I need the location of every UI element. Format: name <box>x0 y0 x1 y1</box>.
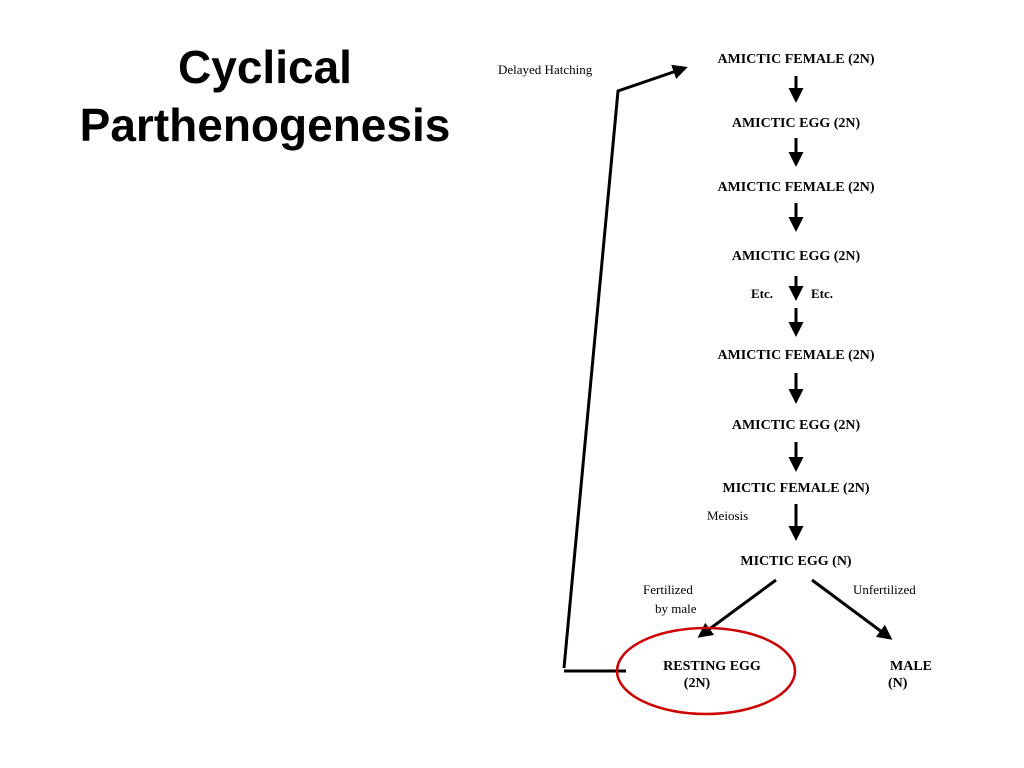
label-etc-left: Etc. <box>751 286 773 301</box>
label-meiosis: Meiosis <box>707 508 748 523</box>
node-male-line-2: (N) <box>888 676 908 691</box>
node-mictic-female: MICTIC FEMALE (2N) <box>723 481 870 496</box>
arrow-delayed-hatching-loop <box>562 64 688 669</box>
label-delayed-hatching: Delayed Hatching <box>498 62 593 77</box>
slide-title: Cyclical Parthenogenesis <box>0 38 530 154</box>
label-fertilized-line-1: Fertilized <box>643 582 693 597</box>
node-male-line-1: MALE <box>890 659 932 674</box>
label-fertilized-line-2: by male <box>655 601 697 616</box>
title-line-1: Cyclical <box>178 41 352 93</box>
node-amictic-female-1: AMICTIC FEMALE (2N) <box>717 52 874 67</box>
node-resting-egg-line-2: (2N) <box>684 676 711 691</box>
label-unfertilized: Unfertilized <box>853 582 916 597</box>
node-resting-egg-line-1: RESTING EGG <box>663 659 761 674</box>
node-amictic-egg-3: AMICTIC EGG (2N) <box>732 418 861 433</box>
arrow-unfertilized-to-male <box>811 578 893 640</box>
node-mictic-egg: MICTIC EGG (N) <box>740 554 852 569</box>
node-amictic-egg-1: AMICTIC EGG (2N) <box>732 116 861 131</box>
node-amictic-female-3: AMICTIC FEMALE (2N) <box>717 348 874 363</box>
resting-egg-highlight-circle <box>615 626 797 716</box>
node-amictic-egg-2: AMICTIC EGG (2N) <box>732 249 861 264</box>
arrow-fertilized-to-resting-egg <box>697 578 777 638</box>
node-amictic-female-2: AMICTIC FEMALE (2N) <box>717 180 874 195</box>
title-line-2: Parthenogenesis <box>79 99 451 151</box>
label-etc-right: Etc. <box>811 286 833 301</box>
